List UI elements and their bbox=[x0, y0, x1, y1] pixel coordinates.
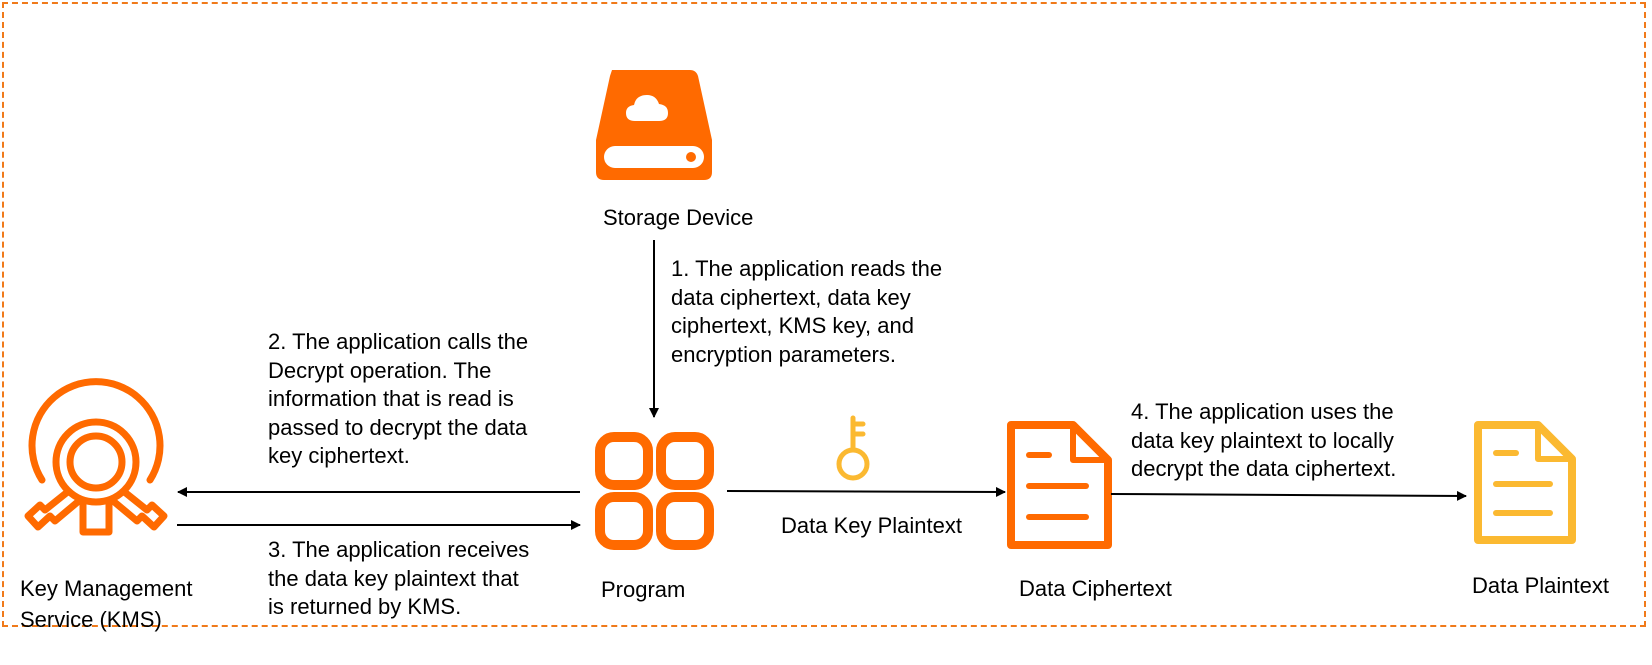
arrow-ciphertext-to-plaintext bbox=[1110, 490, 1467, 501]
step-4-text: 4. The application uses the data key pla… bbox=[1131, 399, 1397, 481]
storage-device-label: Storage Device bbox=[603, 205, 754, 230]
ciphertext-document-icon bbox=[1007, 421, 1112, 549]
step-1-text: 1. The application reads the data cipher… bbox=[671, 256, 943, 367]
app-grid-icon bbox=[595, 432, 714, 550]
data-ciphertext-label: Data Ciphertext bbox=[1019, 576, 1172, 601]
arrow-program-to-ciphertext bbox=[726, 486, 1006, 497]
data-plaintext-label: Data Plaintext bbox=[1472, 573, 1609, 598]
kms-label: Key Management Service (KMS) bbox=[20, 576, 193, 632]
step-2-text: 2. The application calls the Decrypt ope… bbox=[268, 329, 529, 468]
plaintext-document-icon bbox=[1474, 421, 1576, 544]
step-3-text: 3. The application receives the data key… bbox=[268, 537, 530, 619]
cloud-storage-drive-icon bbox=[596, 70, 712, 180]
key-icon bbox=[836, 415, 870, 481]
diagram-border bbox=[2, 2, 1646, 627]
kms-key-icon bbox=[24, 378, 168, 536]
program-label: Program bbox=[601, 577, 686, 602]
data-key-plaintext-label: Data Key Plaintext bbox=[781, 513, 962, 538]
